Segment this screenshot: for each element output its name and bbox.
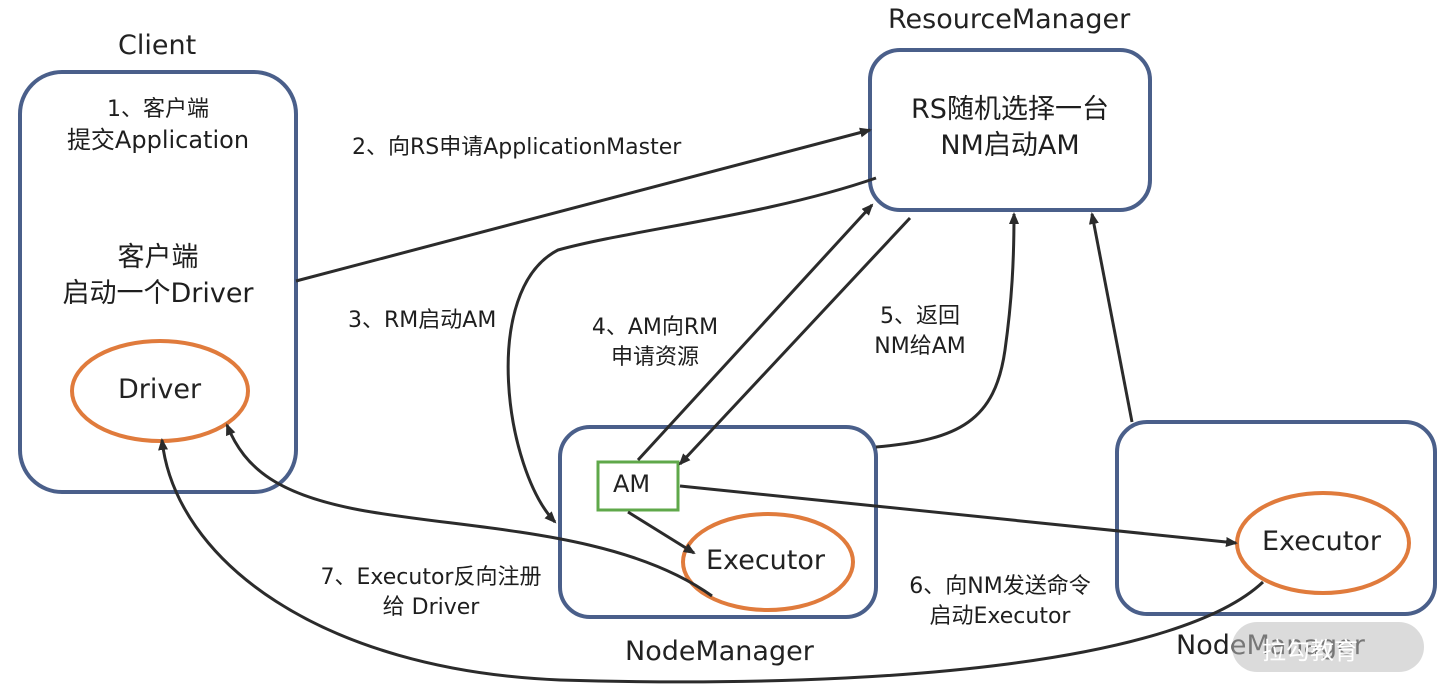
- client-step1-label: 1、客户端 提交Application: [40, 95, 276, 155]
- watermark-badge: 拉勾教育: [1232, 622, 1424, 672]
- step6-line2: 启动Executor: [929, 604, 1071, 629]
- step7-label: 7、Executor反向注册 给 Driver: [296, 563, 566, 623]
- step2-label: 2、向RS申请ApplicationMaster: [352, 135, 682, 160]
- arrow-step7-executor2: [158, 438, 1265, 684]
- resource-manager-text-line1: RS随机选择一台: [911, 94, 1109, 125]
- resource-manager-title: ResourceManager: [888, 4, 1131, 35]
- am-box: [596, 460, 680, 512]
- arrow-step5: [875, 212, 1019, 449]
- node-manager-1-box: [558, 425, 878, 619]
- step6-line1: 6、向NM发送命令: [909, 574, 1091, 599]
- step7-line1: 7、Executor反向注册: [320, 565, 542, 590]
- node-manager-1-title: NodeManager: [625, 636, 814, 667]
- client-driver-note-line1: 客户端: [117, 242, 199, 273]
- arrow-step6: [679, 484, 1238, 547]
- step4-line1: 4、AM向RM: [591, 315, 719, 340]
- executor-1-label: Executor: [706, 545, 825, 576]
- step5-line1: 5、返回: [880, 304, 960, 329]
- driver-label: Driver: [118, 374, 202, 405]
- step5-label: 5、返回 NM给AM: [845, 302, 995, 362]
- arrow-step2: [295, 127, 872, 283]
- arrow-step4: [636, 203, 874, 462]
- step4-line2: 申请资源: [610, 345, 699, 370]
- client-step1-line1: 1、客户端: [107, 97, 209, 122]
- resource-manager-text-line2: NM启动AM: [940, 130, 1080, 161]
- step5-line2: NM给AM: [874, 334, 966, 359]
- step4-label: 4、AM向RM 申请资源: [565, 313, 745, 373]
- step7-line2: 给 Driver: [382, 595, 480, 620]
- client-driver-note-line2: 启动一个Driver: [62, 278, 254, 309]
- client-title: Client: [118, 30, 197, 61]
- watermark-text: 拉勾教育: [1262, 637, 1358, 665]
- arrow-am-to-executor1: [627, 510, 696, 555]
- executor-1-oval: [681, 512, 855, 612]
- arrow-rm-to-am: [678, 216, 912, 466]
- am-label: AM: [613, 470, 651, 498]
- arrow-nm2-to-rm: [1088, 212, 1134, 423]
- resource-manager-text: RS随机选择一台 NM启动AM: [880, 92, 1140, 164]
- client-step1-line2: 提交Application: [66, 126, 250, 154]
- node-manager-2-box: [1115, 420, 1437, 616]
- client-driver-note: 客户端 启动一个Driver: [30, 240, 286, 312]
- executor-2-label: Executor: [1262, 526, 1381, 557]
- client-box: [18, 70, 298, 494]
- arrow-step3: [506, 176, 877, 524]
- step6-label: 6、向NM发送命令 启动Executor: [880, 572, 1120, 632]
- step3-label: 3、RM启动AM: [348, 308, 497, 333]
- arrow-step7-executor1: [225, 423, 713, 598]
